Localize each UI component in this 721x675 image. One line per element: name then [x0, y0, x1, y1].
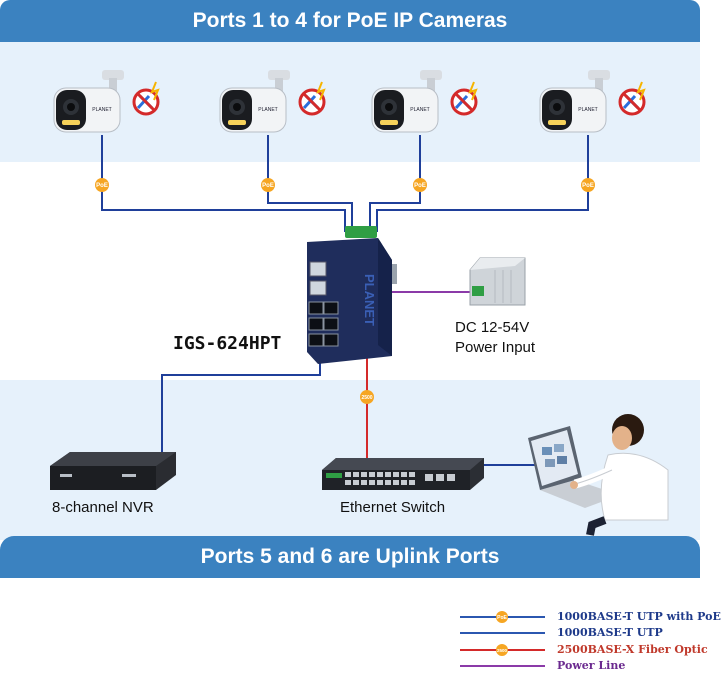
camera-4 — [538, 68, 646, 134]
top-banner: Ports 1 to 4 for PoE IP Cameras — [0, 0, 700, 42]
cable-camera-3 — [369, 135, 421, 232]
poe-badge-text: PoE — [582, 183, 594, 189]
poe-badge-3: PoE — [413, 178, 427, 192]
legend-lines: PoE 2500 — [460, 611, 545, 667]
cable-camera-4 — [376, 135, 589, 232]
nvr-label: 8-channel NVR — [52, 499, 154, 516]
poe-badge-2: PoE — [261, 178, 275, 192]
igs-switch: PLANET — [307, 226, 397, 364]
model-label: IGS-624HPT — [173, 333, 282, 354]
poe-cables — [101, 135, 589, 466]
power-label-line-2: Power Input — [455, 339, 536, 356]
poe-badge-text: PoE — [414, 183, 426, 189]
poe-badge-4: PoE — [581, 178, 595, 192]
device-brand-label: PLANET — [362, 274, 377, 326]
network-diagram: PoE PoE PoE PoE 2500 PLANET — [50, 68, 669, 667]
legend-poe-badge: PoE — [497, 615, 507, 621]
poe-badges: PoE PoE PoE PoE 2500 — [95, 178, 595, 404]
poe-badge-text: PoE — [262, 183, 274, 189]
power-supply — [469, 257, 526, 306]
camera-3 — [370, 68, 478, 134]
nvr-device — [50, 452, 176, 490]
ethernet-switch — [322, 458, 484, 490]
legend-sfp-badge: 2500 — [497, 648, 508, 653]
sfp-badge: 2500 — [360, 390, 374, 404]
legend-utp-poe: 1000BASE-T UTP with PoE — [557, 610, 721, 623]
cable-nvr — [161, 360, 321, 455]
power-label-line-1: DC 12-54V — [455, 319, 530, 336]
bottom-banner: Ports 5 and 6 are Uplink Ports — [0, 536, 700, 578]
poe-badge-text: PoE — [96, 183, 108, 189]
camera-1 — [52, 68, 160, 134]
switch-label: Ethernet Switch — [340, 499, 446, 516]
camera-2 — [218, 68, 326, 134]
poe-badge-1: PoE — [95, 178, 109, 192]
sfp-badge-text: 2500 — [361, 395, 372, 401]
legend-power: Power Line — [557, 659, 626, 672]
legend-fiber: 2500BASE-X Fiber Optic — [557, 643, 708, 656]
legend-utp: 1000BASE-T UTP — [557, 626, 663, 639]
cable-camera-1 — [101, 135, 346, 232]
cable-camera-2 — [267, 135, 353, 232]
operator-workstation — [528, 414, 669, 536]
